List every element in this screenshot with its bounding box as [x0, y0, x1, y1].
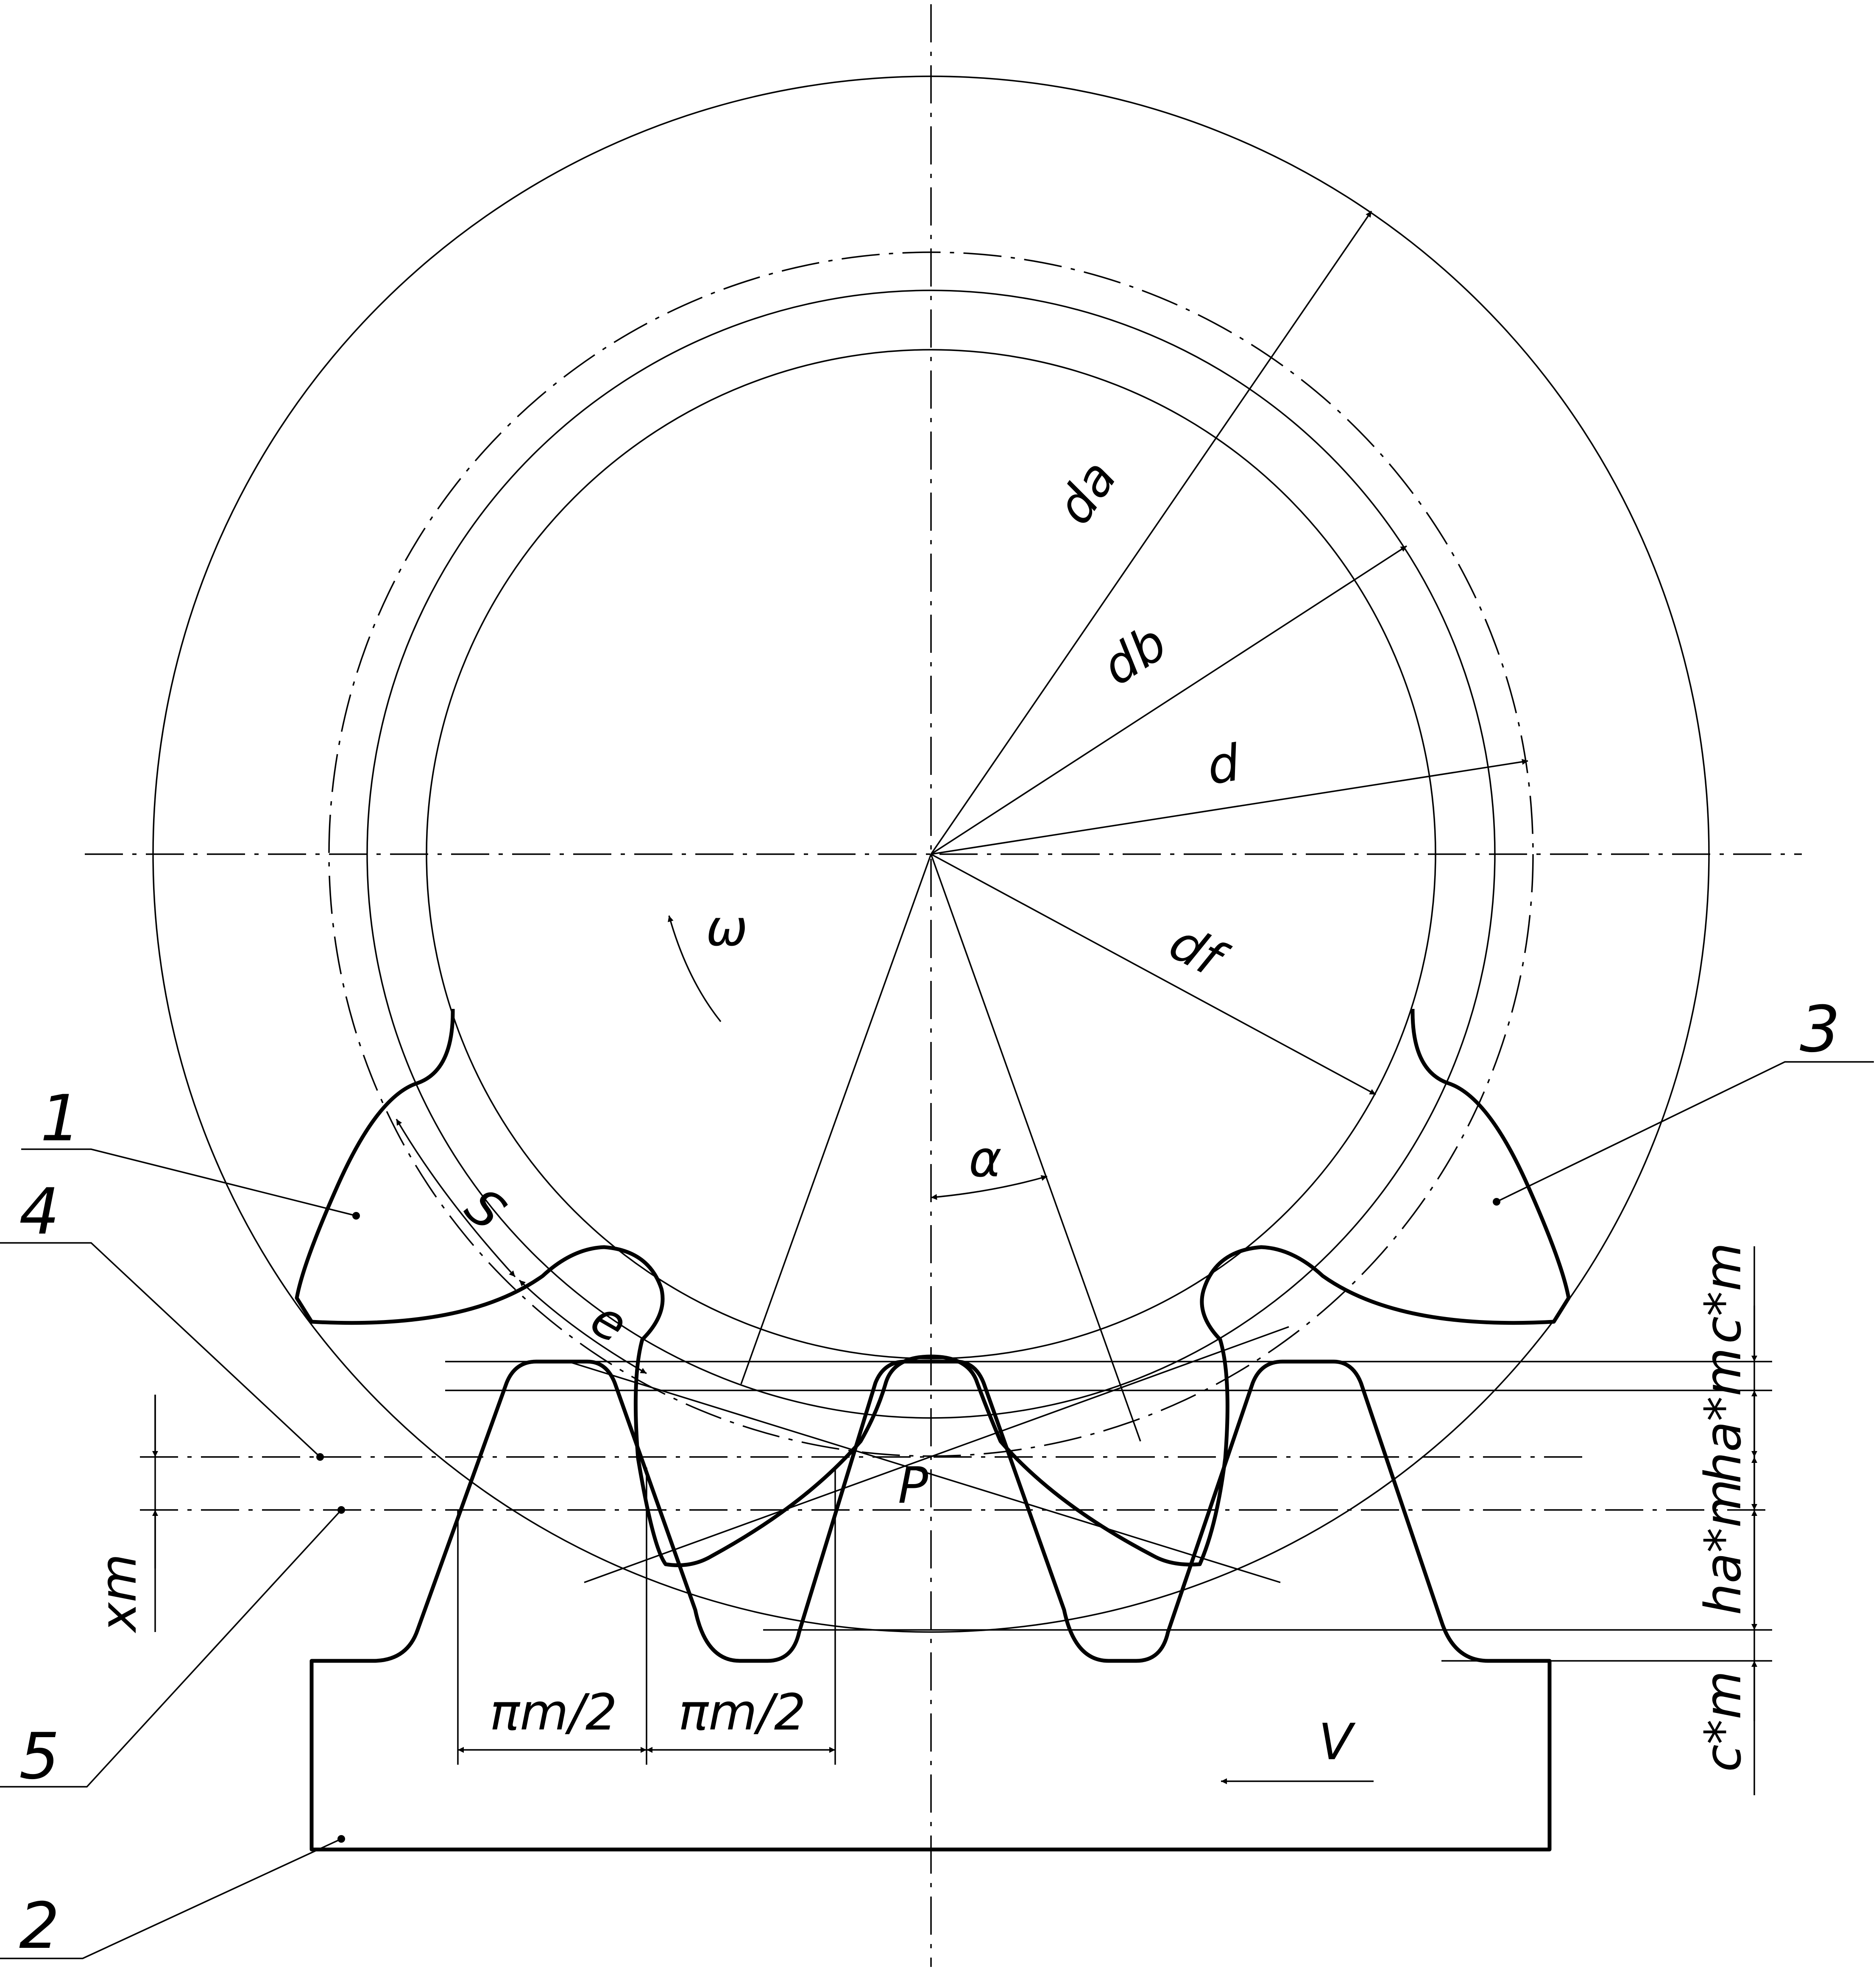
callout-leader-4: [0, 1242, 321, 1458]
callout-leader-2: [0, 1838, 342, 1959]
dedendum-circle: [426, 349, 1436, 1359]
addendum-circle: [152, 75, 1710, 1633]
callout-leader-5: [0, 1509, 342, 1788]
label-s: S: [454, 1177, 516, 1242]
callout-leader-1: [21, 1148, 357, 1217]
label-c-m-bottom: c*m: [1694, 1671, 1752, 1772]
s-arc-arrow: [396, 1119, 516, 1278]
df-dimension-line: [931, 853, 1376, 1095]
da-dimension-line: [930, 211, 1372, 855]
gear-tooth-left: [295, 1008, 1571, 1567]
radial-line-left: [740, 854, 932, 1384]
label-omega: ω: [706, 899, 748, 957]
callout-dot-3: [1493, 1198, 1500, 1206]
alpha-arc-arrow: [931, 1175, 1048, 1200]
label-p: P: [898, 1456, 928, 1515]
d-dimension-line: [931, 759, 1528, 855]
omega-arc-arrow: [668, 915, 722, 1022]
callout-dot-5: [337, 1506, 345, 1514]
base-circle: [366, 290, 1496, 1419]
label-v: V: [1318, 1713, 1356, 1771]
callout-label-2: 2: [19, 1889, 59, 1963]
label-e: e: [581, 1289, 637, 1355]
callout-label-5: 5: [19, 1720, 59, 1794]
label-xm: xm: [89, 1554, 148, 1634]
callout-label-1: 1: [40, 1082, 81, 1156]
label-pitch-half-right: πm/2: [678, 1683, 806, 1741]
radial-line-right: [930, 854, 1141, 1442]
label-pitch-half-left: πm/2: [490, 1683, 617, 1741]
callout-dot-1: [352, 1212, 360, 1220]
label-db: db: [1092, 613, 1177, 696]
e-arc-arrow: [518, 1279, 647, 1374]
label-d: d: [1203, 733, 1244, 796]
label-c-m-top: c*m: [1694, 1242, 1752, 1344]
tangent-line: [568, 1361, 1281, 1583]
callout-dot-2: [337, 1835, 345, 1843]
label-ha-m-lower: ha*m: [1694, 1479, 1752, 1615]
label-alpha: α: [969, 1130, 1002, 1188]
label-df: df: [1160, 913, 1237, 991]
callout-leader-3: [1496, 1061, 1874, 1203]
callout-label-4: 4: [19, 1175, 59, 1249]
callout-label-3: 3: [1800, 993, 1840, 1067]
label-ha-m-upper: ha*m: [1694, 1348, 1752, 1484]
db-dimension-line: [931, 545, 1407, 855]
callout-dot-4: [316, 1453, 324, 1461]
label-da: da: [1045, 450, 1128, 534]
line-of-action: [584, 1326, 1289, 1583]
